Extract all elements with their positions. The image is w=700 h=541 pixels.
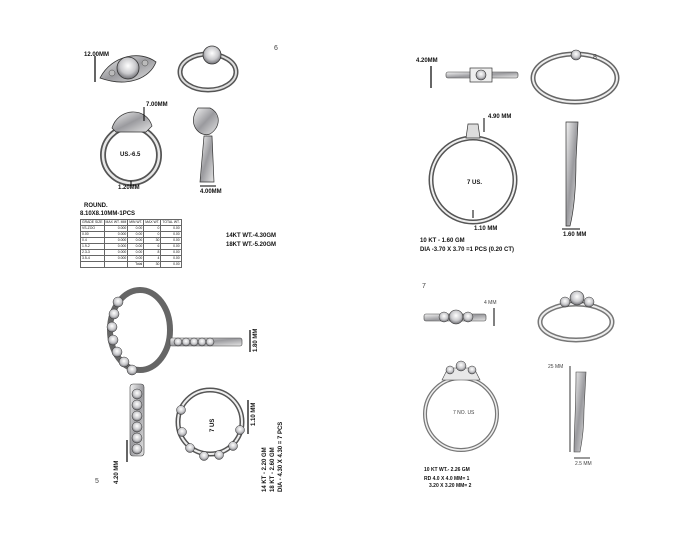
table-header: TOTAL WT.	[160, 219, 182, 226]
p5-weight-18kt: 18 KT - 2.60 GM	[270, 447, 276, 492]
p6-perspective-ring	[177, 45, 239, 93]
table-header: MIN WT.	[127, 219, 145, 226]
p6-stone-label: 8.10X8.10MM-1PCS	[80, 211, 136, 217]
p7-side-height-label: 25 MM	[548, 364, 564, 370]
table-header: MAX WT. MM	[103, 219, 129, 226]
p8-weight-label: 10 KT - 1.60 GM	[420, 238, 465, 244]
p6-stone-spec-table: GRADE SIZE MAX WT. MM MIN WT. MAX WT. TO…	[80, 219, 182, 268]
p6-head-height-label: 7.00MM	[146, 102, 168, 108]
p7-side-width-label: 2.5 MM	[575, 461, 592, 467]
table-cell: 30	[143, 261, 162, 268]
p6-band-bottom-label: 1.20MM	[118, 185, 140, 191]
table-total-row: Total 30 0.00	[80, 261, 182, 268]
p8-perspective-ring	[530, 49, 620, 105]
table-cell: 0.00	[160, 261, 182, 268]
p5-diamond-label: DIA - 4.30 X 4.30 = 7 PCS	[278, 421, 284, 492]
p7-front-view-ring	[423, 360, 499, 452]
table-header: MAX WT.	[143, 219, 162, 226]
p8-band-bottom-label: 1.10 MM	[474, 226, 498, 232]
p6-side-width-label: 4.00MM	[200, 189, 222, 195]
p7-top-width-label: 4 MM	[484, 300, 497, 306]
p5-size-label: 7 US	[210, 418, 216, 432]
p7-weight-label: 10 KT WT.- 2.26 GM	[424, 467, 470, 473]
p6-size-label: US.-6.5	[120, 152, 141, 158]
p6-top-view-ring	[99, 55, 157, 83]
table-cell	[103, 261, 129, 268]
table-total-label: Total	[127, 261, 145, 268]
p7-rd-line-2: 3.20 X 3.20 MM= 2	[429, 483, 472, 489]
p8-top-view-ring	[445, 67, 519, 83]
p8-front-view-ring	[428, 123, 518, 225]
p5-side-view-ring	[169, 337, 243, 347]
p5-side-width-label: 4.20 MM	[114, 460, 120, 484]
p7-rd-line-1: RD 4.0 X 4.0 MM= 1	[424, 476, 470, 482]
p8-diamond-label: DIA -3.70 X 3.70 =1 PCS (0.20 CT)	[420, 247, 514, 253]
p5-perspective-ring	[106, 287, 173, 376]
p7-top-view-ring	[423, 309, 487, 325]
table-header: GRADE SIZE	[80, 219, 105, 226]
table-row: 3.5-4 0.000 0.00 4 0.00	[80, 255, 182, 262]
sheet-number-8: 8	[593, 54, 597, 61]
p6-top-width-label: 12.00MM	[84, 52, 110, 58]
p5-top-view-ring	[129, 383, 145, 457]
p8-side-width-label: 1.60 MM	[563, 232, 587, 238]
sheet-number-7: 7	[422, 283, 426, 290]
p6-round-label: ROUND.	[84, 203, 108, 209]
p6-front-view-ring	[100, 111, 162, 186]
p7-size-label: 7 NO. US	[453, 410, 475, 416]
p7-side-view-ring	[573, 371, 587, 453]
p8-side-view-ring	[565, 121, 579, 227]
table-header-row: GRADE SIZE MAX WT. MM MIN WT. MAX WT. TO…	[80, 219, 182, 226]
p6-weight-18kt: 18KT WT.-5.20GM	[226, 242, 277, 248]
p7-perspective-ring	[537, 290, 615, 343]
p5-front-view-ring	[175, 387, 245, 461]
p8-size-label: 7 US.	[467, 180, 483, 186]
p6-side-view-ring	[193, 107, 219, 183]
table-cell	[80, 261, 105, 268]
p5-band-bottom-label: 1.10 MM	[251, 402, 257, 426]
p5-weight-14kt: 14 KT - 2.20 GM	[262, 447, 268, 492]
p8-head-height-label: 4.90 MM	[488, 114, 512, 120]
sheet-number-5: 5	[95, 478, 99, 485]
p8-top-width-label: 4.20MM	[416, 58, 438, 64]
sheet-number-6: 6	[274, 45, 278, 52]
p6-weight-14kt: 14KT WT.-4.30GM	[226, 233, 277, 239]
p5-side-height-label: 1.80 MM	[253, 328, 259, 352]
